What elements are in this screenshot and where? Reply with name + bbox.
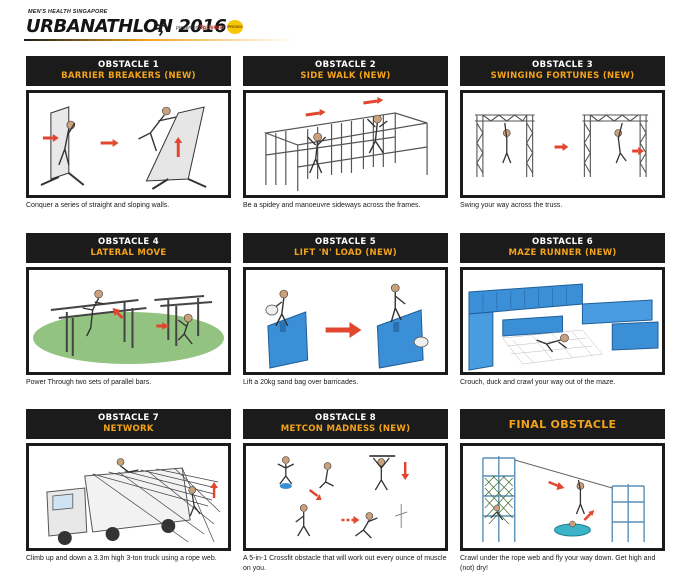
obstacle-card-5: OBSTACLE 5 LIFT 'N' LOAD (NEW) Lift a 20… bbox=[243, 233, 448, 388]
obstacle-header: OBSTACLE 5 LIFT 'N' LOAD (NEW) bbox=[243, 233, 448, 263]
obstacle-caption: Crawl under the rope web and fly your wa… bbox=[460, 555, 656, 572]
obstacle-number: OBSTACLE 8 bbox=[315, 413, 376, 423]
obstacle-illustration bbox=[26, 267, 231, 375]
obstacle-card-6: OBSTACLE 6 MAZE RUNNER (NEW) Crouch, duc… bbox=[460, 233, 665, 388]
obstacle-illustration bbox=[460, 443, 665, 551]
obstacle-illustration bbox=[243, 90, 448, 198]
obstacle-card-final: FINAL OBSTACLE Crawl under the rope we bbox=[460, 409, 665, 574]
obstacle-caption: Swing your way across the truss. bbox=[460, 202, 563, 209]
page-header: MEN'S HEALTH SINGAPORE URBANATHLON 2016 … bbox=[24, 8, 324, 44]
obstacle-name: LATERAL MOVE bbox=[90, 248, 167, 258]
obstacle-header: OBSTACLE 3 SWINGING FORTUNES (NEW) bbox=[460, 56, 665, 86]
obstacle-caption: Be a spidey and manoeuvre sideways acros… bbox=[243, 202, 421, 209]
obstacle-header: OBSTACLE 6 MAZE RUNNER (NEW) bbox=[460, 233, 665, 263]
obstacle-card-2: OBSTACLE 2 SIDE WALK (NEW) Be a spidey a… bbox=[243, 56, 448, 211]
obstacle-name: BARRIER BREAKERS (NEW) bbox=[61, 71, 196, 81]
obstacle-name: NETWORK bbox=[103, 424, 154, 434]
obstacle-name: METCON MADNESS (NEW) bbox=[280, 424, 411, 434]
obstacle-card-4: OBSTACLE 4 LATERAL MOVE Power Through tw… bbox=[26, 233, 231, 388]
obstacle-illustration bbox=[460, 90, 665, 198]
sponsor-logo: Supercar bbox=[199, 25, 226, 31]
obstacle-name: SWINGING FORTUNES (NEW) bbox=[490, 71, 635, 81]
obstacle-name: LIFT 'N' LOAD (NEW) bbox=[294, 248, 397, 258]
obstacle-illustration bbox=[26, 90, 231, 198]
obstacle-number: OBSTACLE 3 bbox=[532, 60, 593, 70]
obstacle-header: OBSTACLE 2 SIDE WALK (NEW) bbox=[243, 56, 448, 86]
obstacle-card-7: OBSTACLE 7 NETWORK Climb up and down a 3… bbox=[26, 409, 231, 564]
obstacle-header: OBSTACLE 1 BARRIER BREAKERS (NEW) bbox=[26, 56, 231, 86]
obstacle-illustration bbox=[243, 443, 448, 551]
obstacle-caption: A 5-in-1 Crossfit obstacle that will wor… bbox=[243, 555, 447, 572]
obstacle-number: OBSTACLE 6 bbox=[532, 237, 593, 247]
obstacle-caption: Lift a 20kg sand bag over barricades. bbox=[243, 379, 359, 386]
obstacle-caption: Crouch, duck and crawl your way out of t… bbox=[460, 379, 616, 386]
obstacle-illustration bbox=[26, 443, 231, 551]
obstacle-card-8: OBSTACLE 8 METCON MADNESS (NEW) A 5-in-1… bbox=[243, 409, 448, 574]
obstacle-header: OBSTACLE 8 METCON MADNESS (NEW) bbox=[243, 409, 448, 439]
header-underline bbox=[24, 39, 294, 41]
sponsor-presented-by: presented by bbox=[176, 25, 205, 31]
obstacle-name: MAZE RUNNER (NEW) bbox=[508, 248, 617, 258]
brand-subtitle: MEN'S HEALTH SINGAPORE bbox=[28, 9, 108, 15]
obstacle-number: OBSTACLE 5 bbox=[315, 237, 376, 247]
obstacle-number: OBSTACLE 4 bbox=[98, 237, 159, 247]
final-obstacle-title: FINAL OBSTACLE bbox=[508, 417, 617, 431]
brand-title: URBANATHLON 2016 bbox=[26, 16, 227, 37]
obstacle-caption: Climb up and down a 3.3m high 3-ton truc… bbox=[26, 555, 217, 562]
obstacle-number: OBSTACLE 2 bbox=[315, 60, 376, 70]
obstacle-header: OBSTACLE 7 NETWORK bbox=[26, 409, 231, 439]
obstacle-name: SIDE WALK (NEW) bbox=[300, 71, 391, 81]
obstacle-illustration bbox=[460, 267, 665, 375]
obstacle-header: OBSTACLE 4 LATERAL MOVE bbox=[26, 233, 231, 263]
sponsor-badge-logo: PROMO bbox=[227, 20, 243, 34]
obstacle-illustration bbox=[243, 267, 448, 375]
obstacle-card-3: OBSTACLE 3 SWINGING FORTUNES (NEW) Swing… bbox=[460, 56, 665, 211]
obstacle-card-1: OBSTACLE 1 BARRIER BREAKERS (NEW) Conque… bbox=[26, 56, 231, 211]
obstacle-number: OBSTACLE 1 bbox=[98, 60, 159, 70]
obstacle-header: FINAL OBSTACLE bbox=[460, 409, 665, 439]
obstacle-caption: Power Through two sets of parallel bars. bbox=[26, 379, 152, 386]
obstacle-caption: Conquer a series of straight and sloping… bbox=[26, 202, 170, 209]
runner-icon bbox=[155, 19, 168, 36]
obstacle-number: OBSTACLE 7 bbox=[98, 413, 159, 423]
